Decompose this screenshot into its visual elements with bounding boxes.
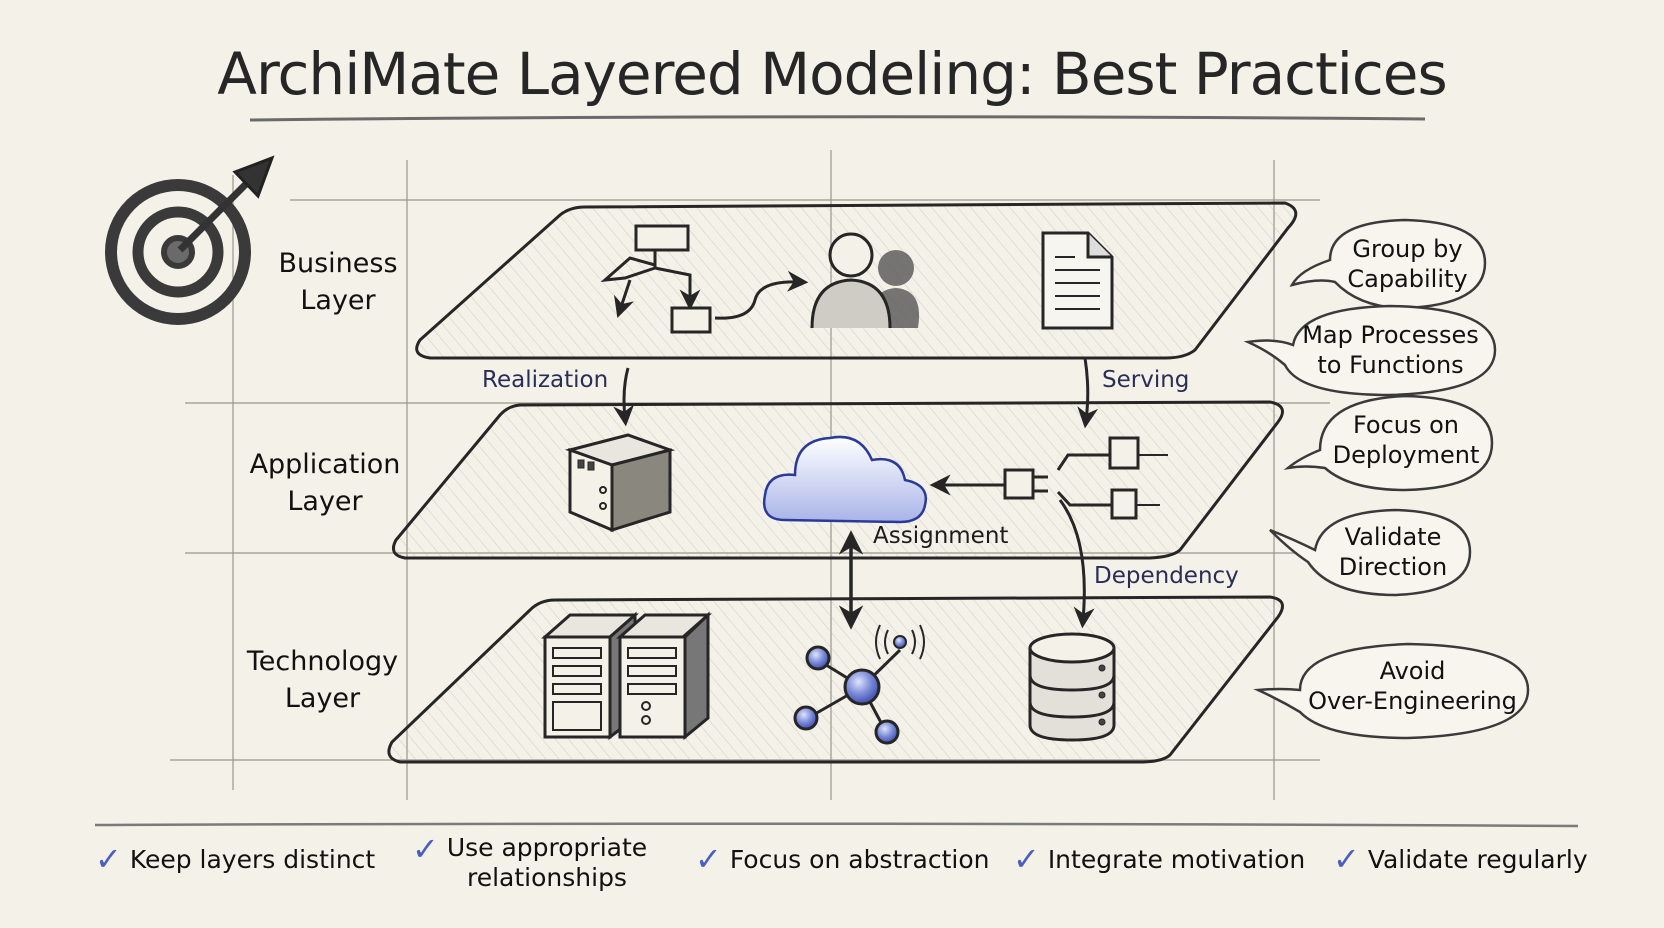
layer-label-line: Layer xyxy=(300,285,376,316)
network-node-icon xyxy=(793,624,925,745)
layer-label-line: Technology xyxy=(246,646,399,677)
database-icon xyxy=(1028,632,1116,742)
bubble-shapes xyxy=(1243,218,1530,740)
servers-icon xyxy=(541,611,712,741)
relation-label-dependency: Dependency xyxy=(1094,563,1239,589)
bubble-map-processes: Map Processes to Functions xyxy=(1293,320,1488,380)
relation-label-serving: Serving xyxy=(1102,367,1190,393)
layer-label-line: Layer xyxy=(284,683,361,714)
bubble-line: Over-Engineering xyxy=(1308,687,1517,715)
footer-item-line: relationships xyxy=(466,863,627,892)
footer-item-text: Use appropriate relationships xyxy=(447,833,647,893)
bubble-line: Validate xyxy=(1344,523,1442,551)
check-icon: ✓ xyxy=(412,830,439,868)
bubble-line: Avoid xyxy=(1379,657,1446,685)
bubble-focus-deployment: Focus on Deployment xyxy=(1325,410,1487,470)
layer-label-technology: Technology Layer xyxy=(240,643,405,717)
check-icon: ✓ xyxy=(1333,840,1360,878)
footer-item-text: Validate regularly xyxy=(1367,845,1588,874)
relation-label-realization: Realization xyxy=(482,367,609,393)
title-underline xyxy=(249,115,1426,122)
check-icon: ✓ xyxy=(95,840,122,878)
footer-item-focus-abstraction: ✓ Focus on abstraction xyxy=(695,843,990,875)
bubble-validate-direction: Validate Direction xyxy=(1318,522,1468,582)
process-flow-icon xyxy=(600,224,809,334)
target-arrow-icon xyxy=(105,155,275,325)
footer-item-validate-regularly: ✓ Validate regularly xyxy=(1333,843,1588,875)
application-component-icon xyxy=(564,433,676,533)
layer-label-business: Business Layer xyxy=(258,245,418,319)
footer-item-integrate-motivation: ✓ Integrate motivation xyxy=(1013,843,1305,875)
check-icon: ✓ xyxy=(695,840,722,878)
interface-plugs-icon xyxy=(929,436,1168,520)
actors-icon xyxy=(810,232,920,329)
footer-divider xyxy=(94,822,1579,828)
footer-item-text: Focus on abstraction xyxy=(729,845,990,874)
footer-item-keep-layers-distinct: ✓ Keep layers distinct xyxy=(95,843,375,875)
bubble-line: Direction xyxy=(1338,553,1448,581)
bubble-avoid-over-engineering: Avoid Over-Engineering xyxy=(1300,656,1525,716)
realization-arrow xyxy=(613,367,635,427)
layer-label-application: Application Layer xyxy=(240,446,410,520)
bubble-group-by-capability: Group by Capability xyxy=(1335,234,1480,294)
layer-label-line: Layer xyxy=(287,486,363,517)
footer-item-use-relationships: ✓ Use appropriate relationships xyxy=(412,833,647,893)
layer-label-line: Application xyxy=(249,449,401,480)
bubble-line: Deployment xyxy=(1332,441,1480,469)
bubble-line: Capability xyxy=(1347,265,1468,293)
relation-label-assignment: Assignment xyxy=(873,523,1009,549)
document-icon xyxy=(1041,231,1114,330)
footer-item-text: Keep layers distinct xyxy=(129,845,376,874)
bubble-line: Map Processes xyxy=(1302,321,1479,349)
layer-label-line: Business xyxy=(278,248,398,279)
footer-item-line: Use appropriate xyxy=(446,833,648,862)
technology-plane xyxy=(387,595,1284,764)
bubble-line: Group by xyxy=(1352,235,1463,263)
footer-item-text: Integrate motivation xyxy=(1047,845,1306,874)
dependency-arrow xyxy=(1058,499,1095,629)
page-title: ArchiMate Layered Modeling: Best Practic… xyxy=(217,40,1447,108)
check-icon: ✓ xyxy=(1013,840,1040,878)
serving-arrow xyxy=(1077,357,1099,429)
bubble-line: Focus on xyxy=(1352,411,1460,439)
cloud-icon xyxy=(762,435,928,524)
bubble-line: to Functions xyxy=(1317,351,1464,379)
